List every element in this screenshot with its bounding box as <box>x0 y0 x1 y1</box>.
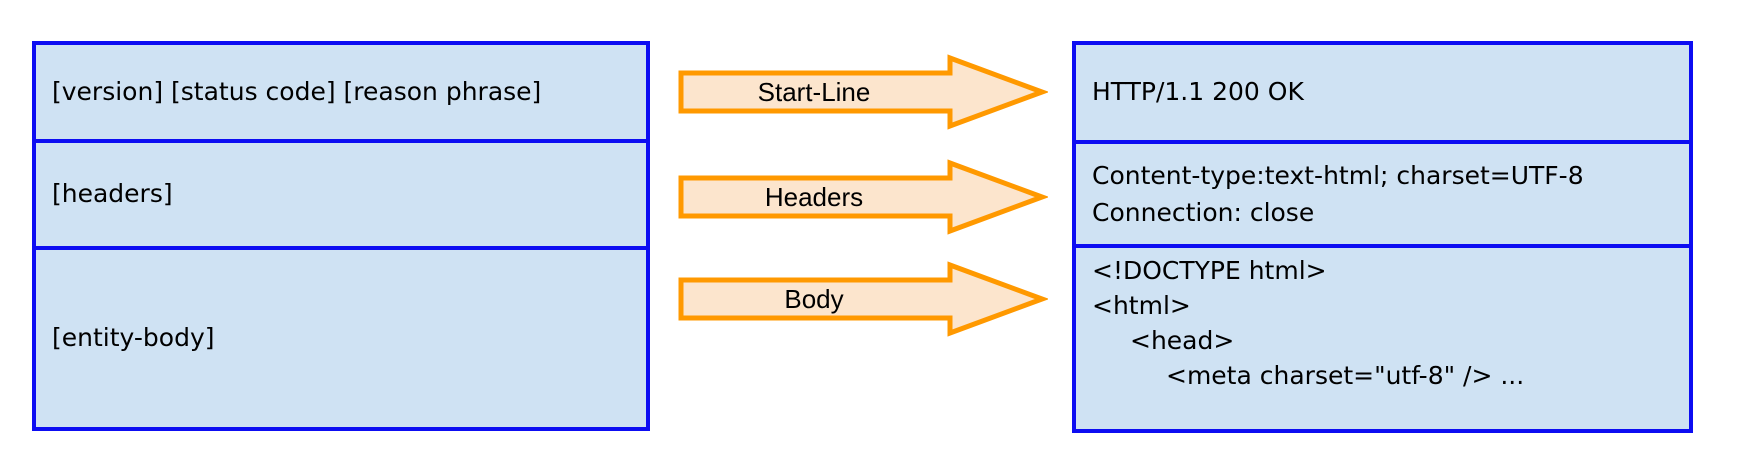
example-headers-row: Content-type:text-html; charset=UTF-8 Co… <box>1076 144 1689 248</box>
right-arrow-icon <box>678 159 1048 235</box>
body-arrow: Body <box>678 257 1048 341</box>
code-line-html: <html> <box>1092 291 1191 320</box>
headers-arrow-label: Headers <box>764 181 864 212</box>
response-example-box: HTTP/1.1 200 OK Content-type:text-html; … <box>1072 41 1693 433</box>
body-arrow-label: Body <box>784 283 844 314</box>
code-line-doctype: <!DOCTYPE html> <box>1092 256 1327 285</box>
format-start-line-label: [version] [status code] [reason phrase] <box>52 76 542 106</box>
format-headers-row: [headers] <box>36 143 646 250</box>
right-arrow-icon <box>678 54 1048 130</box>
format-headers-label: [headers] <box>52 179 173 209</box>
example-header-content-type: Content-type:text-html; charset=UTF-8 <box>1092 161 1584 190</box>
response-format-box: [version] [status code] [reason phrase] … <box>32 41 650 431</box>
code-line-head: <head> <box>1130 326 1235 355</box>
right-arrow-shape <box>678 54 1048 130</box>
format-entity-body-row: [entity-body] <box>36 250 646 427</box>
format-start-line-row: [version] [status code] [reason phrase] <box>36 45 646 143</box>
example-header-connection: Connection: close <box>1092 198 1315 227</box>
right-arrow-shape <box>678 159 1048 235</box>
format-entity-body-label: [entity-body] <box>52 323 215 353</box>
headers-arrow: Headers <box>678 155 1048 239</box>
example-body-row: <!DOCTYPE html> <html> <head> <meta char… <box>1076 248 1689 429</box>
start-line-arrow: Start-Line <box>678 50 1048 134</box>
start-line-arrow-label: Start-Line <box>757 76 871 107</box>
right-arrow-shape <box>678 261 1048 337</box>
right-arrow-icon <box>678 261 1048 337</box>
example-status-line: HTTP/1.1 200 OK <box>1092 77 1304 107</box>
example-start-line-row: HTTP/1.1 200 OK <box>1076 45 1689 144</box>
code-line-meta: <meta charset="utf-8" /> ... <box>1166 361 1525 390</box>
